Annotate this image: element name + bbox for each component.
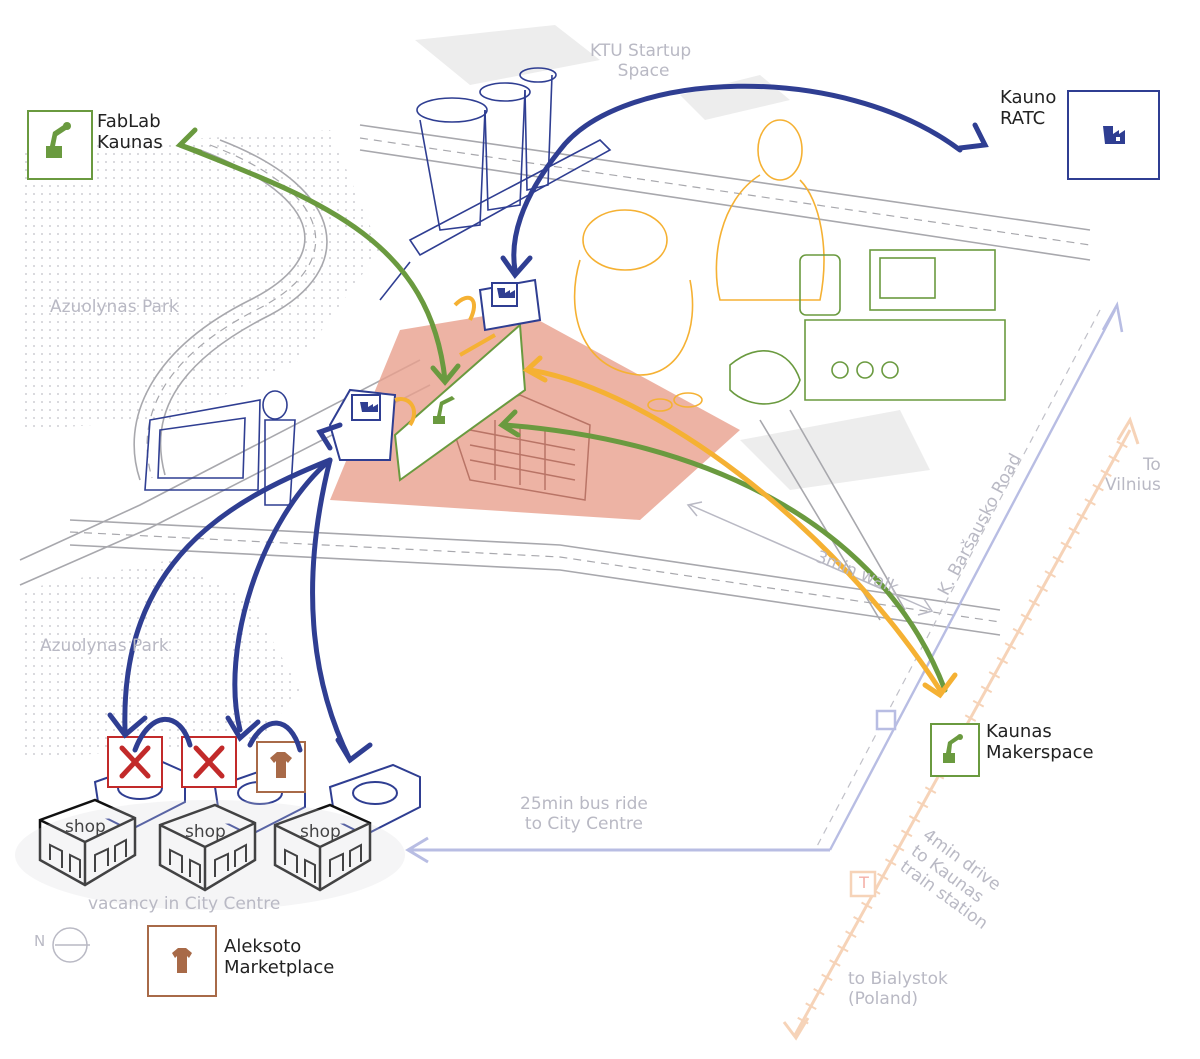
- site-footprint: [330, 310, 740, 520]
- park-area-bottom: [20, 560, 300, 760]
- bus-route-arrow: [405, 836, 830, 864]
- rail-tick: [900, 829, 913, 838]
- rail-tick: [845, 930, 857, 938]
- rail-tick: [924, 786, 937, 794]
- makerspace-icon-box: [930, 723, 980, 777]
- rail-tick: [908, 815, 921, 823]
- tools-icon: [119, 745, 225, 779]
- ratc-label: Kauno RATC: [1000, 87, 1057, 129]
- rail-tick: [1004, 642, 1017, 650]
- rail-tick: [1052, 555, 1064, 564]
- rail-tick: [1060, 541, 1072, 550]
- rail-tick: [805, 1002, 817, 1010]
- bus-line-2: to City Centre: [524, 813, 643, 834]
- rail-tick: [1108, 455, 1120, 463]
- rail-tick: [1028, 599, 1041, 607]
- bus-label: 25min bus ride to City Centre: [520, 794, 648, 834]
- marketplace-line-1: Aleksoto: [224, 936, 302, 957]
- bus-line-1: 25min bus ride: [520, 794, 648, 814]
- to-vilnius-line-2: Vilnius: [1105, 474, 1161, 495]
- ratc-icon-box: [1067, 90, 1160, 180]
- makerspace-line-1: Kaunas: [986, 721, 1052, 742]
- rail-tick: [829, 959, 841, 967]
- ratc-line-1: Kauno: [1000, 87, 1057, 108]
- rail-tick: [1084, 498, 1096, 506]
- park-top-label: Azuolynas Park: [50, 297, 179, 317]
- orange-flow-arrow: [522, 355, 958, 699]
- rail-tick: [996, 656, 1009, 665]
- rail-tick: [964, 714, 977, 722]
- rail-tick: [861, 901, 873, 910]
- blue-flow-arrows: [107, 83, 989, 764]
- robot-arm-icon: [46, 122, 71, 158]
- rail-tick: [1036, 584, 1048, 593]
- marketplace-line-2: Marketplace: [224, 956, 335, 978]
- silos-illustration: [379, 67, 612, 301]
- ktu-line-2: Space: [617, 60, 670, 81]
- train-marker-label: T: [859, 873, 869, 892]
- rail-tick: [972, 699, 985, 708]
- to-bialystok-line-2: (Poland): [848, 988, 919, 1009]
- bus-stop-marker: [875, 709, 897, 731]
- fablab-line-1: FabLab: [97, 111, 161, 132]
- ktu-line-1: KTU Startup: [590, 41, 692, 61]
- equipment-illustration: [729, 249, 1006, 405]
- to-bialystok-line-1: to Bialystok: [848, 969, 948, 989]
- factory-icon: [360, 288, 515, 412]
- vacancy-label: vacancy in City Centre: [88, 894, 281, 914]
- ratc-line-2: RATC: [1000, 107, 1046, 129]
- rail-tick: [916, 800, 929, 809]
- rail-tick: [877, 872, 889, 881]
- rail-tick: [980, 685, 993, 694]
- fablab-icon-box: [27, 110, 93, 180]
- rail-tick: [1020, 613, 1033, 622]
- to-vilnius-label: To Vilnius: [1105, 455, 1161, 495]
- rail-tick: [892, 843, 905, 852]
- rail-tick: [1092, 483, 1104, 492]
- robot-arm-icon: [943, 734, 963, 763]
- rail-tick: [884, 858, 897, 866]
- robot-arm-icon: [433, 396, 455, 424]
- to-bialystok-label: to Bialystok (Poland): [848, 969, 948, 1009]
- marketplace-icon-box: [147, 925, 217, 997]
- rail-tick: [1116, 440, 1128, 449]
- rail-tick: [837, 944, 849, 953]
- rail-tick: [1012, 627, 1025, 636]
- marketplace-label: Aleksoto Marketplace: [224, 936, 335, 978]
- fablab-line-2: Kaunas: [97, 131, 163, 153]
- workers-illustration: [573, 119, 825, 412]
- tshirt-icon: [172, 948, 192, 973]
- shop-label: shop: [185, 822, 226, 842]
- shop-label: shop: [300, 822, 341, 842]
- shop-label: shop: [65, 817, 106, 837]
- fablab-label: FabLab Kaunas: [97, 111, 163, 153]
- rail-tick: [797, 1016, 809, 1025]
- vacancy-area: [15, 800, 405, 910]
- tshirt-icon: [270, 752, 292, 778]
- rail-tick: [1068, 527, 1080, 535]
- rail-tick: [1100, 469, 1112, 477]
- makerspace-label: Kaunas Makerspace: [986, 721, 1094, 763]
- compass-letter: N: [34, 932, 46, 950]
- rail-tick: [821, 973, 833, 982]
- makerspace-line-2: Makerspace: [986, 741, 1094, 763]
- compass-icon: [52, 927, 90, 963]
- barsausko-road: [814, 301, 1124, 851]
- rail-tick: [1044, 570, 1056, 578]
- factory-icon: [1103, 126, 1125, 144]
- ktu-startup-label: KTU Startup Space: [590, 41, 692, 81]
- rail-tick: [988, 671, 1001, 679]
- rail-tick: [813, 988, 825, 996]
- rail-tick: [1076, 512, 1088, 521]
- to-vilnius-line-1: To: [1142, 455, 1161, 475]
- train-station-marker: [849, 870, 877, 898]
- shop-module: shop: [273, 763, 421, 892]
- rail-tick: [853, 915, 865, 924]
- park-bottom-label: Azuolynas Park: [40, 636, 169, 656]
- production-modules: [328, 278, 542, 482]
